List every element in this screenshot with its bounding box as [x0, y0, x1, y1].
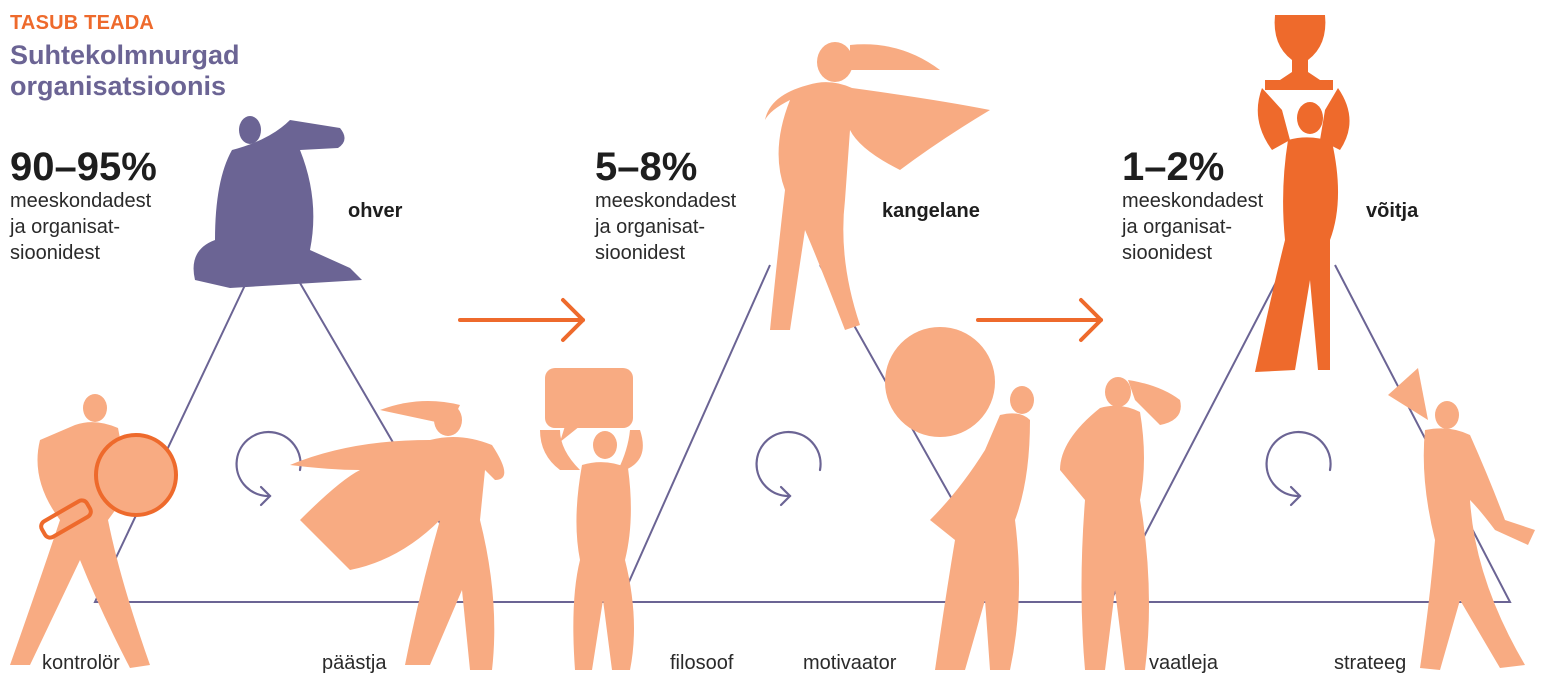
left-role-1: kontrolör — [42, 652, 120, 674]
description-3: meeskondadest ja organisat- sioonidest — [1122, 190, 1264, 264]
observer-figure — [1060, 377, 1181, 670]
kicker-label: TASUB TEADA — [10, 12, 155, 34]
right-role-2: motivaator — [803, 652, 897, 674]
victim-figure — [193, 116, 362, 288]
percent-label-3: 1–2% — [1122, 145, 1225, 189]
strategist-figure — [1388, 368, 1535, 670]
philosopher-figure — [540, 368, 643, 670]
rescuer-figure — [290, 401, 505, 670]
right-arrow-icon — [458, 298, 585, 342]
percent-label-1: 90–95% — [10, 145, 157, 189]
cycle-arrow-icon — [1265, 430, 1332, 507]
right-role-1: päästja — [322, 652, 387, 674]
motivator-figure — [885, 327, 1034, 670]
right-role-3: strateeg — [1334, 652, 1407, 674]
description-2: meeskondadest ja organisat- sioonidest — [595, 190, 737, 264]
left-role-2: filosoof — [670, 652, 734, 674]
winner-figure — [1255, 15, 1350, 372]
top-role-3: võitja — [1366, 200, 1419, 222]
controller-figure — [10, 394, 178, 668]
cycle-arrow-icon — [235, 430, 302, 507]
cycle-arrow-icon — [755, 430, 822, 507]
hero-figure — [765, 42, 990, 330]
percent-label-2: 5–8% — [595, 145, 698, 189]
top-role-1: ohver — [348, 200, 403, 222]
right-arrow-icon — [976, 298, 1103, 342]
top-role-2: kangelane — [882, 200, 980, 222]
left-role-3: vaatleja — [1149, 652, 1218, 674]
description-1: meeskondadest ja organisat- sioonidest — [10, 190, 152, 264]
page-title: Suhtekolmnurgad organisatsioonis — [10, 40, 240, 101]
